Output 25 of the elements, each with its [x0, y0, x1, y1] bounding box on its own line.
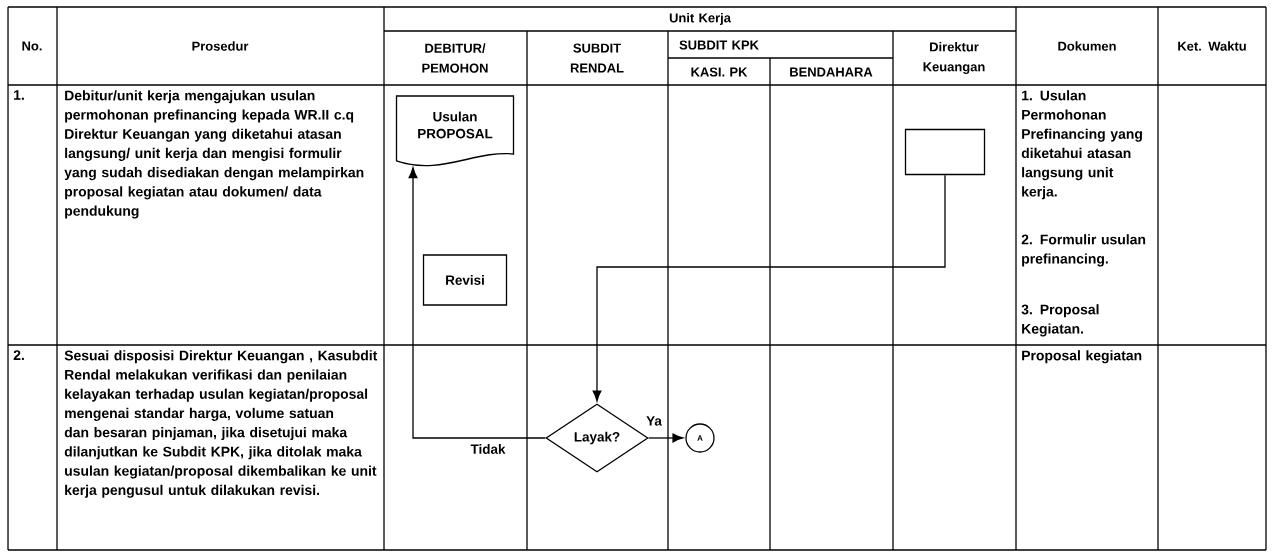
column-header: Unit Kerja	[669, 12, 731, 26]
column-header: Prosedur	[192, 41, 249, 51]
column-header: No.	[22, 41, 42, 51]
column-header: SUBDIT RENDAL	[570, 43, 624, 73]
column-header: Dokumen	[1058, 41, 1116, 51]
row-number: 2.	[13, 350, 24, 360]
procedure-text: Sesuai disposisi Direktur Keuangan , Kasubdit Rendal melakukan verifikasi dan penilaian kelayakan terhadap usulan kegiatan/proposal mengenai standar harga, volume satuan dan besaran pinjaman, jika disetujui maka dilanjutkan ke Subdit KPK, jika ditolak maka usulan kegiatan/proposal dikembalikan ke unit kerja pengusul untuk dilakukan revisi.	[64, 350, 378, 498]
arrow	[408, 167, 546, 439]
column-header: KASI. PK	[691, 67, 748, 77]
edge-label: Tidak	[469, 443, 507, 455]
column-header: DEBITUR/ PEMOHON	[422, 43, 488, 73]
document-item: 2. Formulir usulan prefinancing.	[1021, 234, 1146, 267]
arrow	[592, 174, 946, 402]
column-header: Direktur Keuangan	[923, 41, 985, 74]
procedure-text: Debitur/unit kerja mengajukan usulan permohonan prefinancing kepada WR.II c.q Direktur Keuangan yang diketahui atasan langsung/ unit kerja dan mengisi formulir yang sudah disediakan dengan melampirkan proposal kegiatan atau dokumen/ data pendukung	[64, 90, 364, 219]
row-number: 1.	[14, 90, 24, 100]
arrow	[648, 433, 684, 443]
document-item: Proposal kegiatan	[1022, 350, 1142, 364]
column-header: Ket. Waktu	[1178, 41, 1246, 51]
process-box: Revisi	[422, 254, 508, 306]
column-header: SUBDIT KPK	[679, 40, 759, 50]
process-box	[904, 128, 986, 176]
column-header: BENDAHARA	[790, 67, 873, 77]
document-item: 1. Usulan Permohonan Prefinancing yang diketahui atasan langsung unit kerja.	[1021, 90, 1142, 200]
document-item: 3. Proposal Kegiatan.	[1021, 304, 1099, 337]
